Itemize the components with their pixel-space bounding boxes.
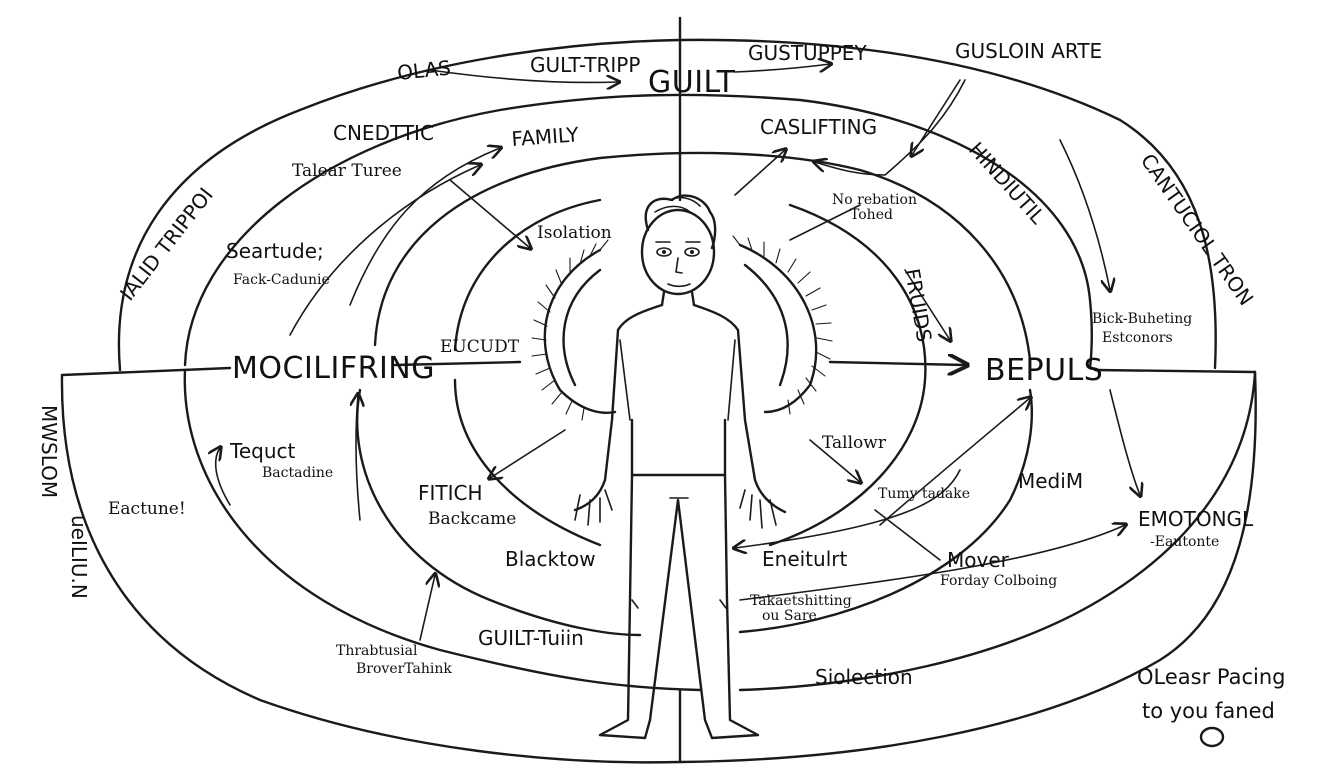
second-ring: [183, 93, 1257, 692]
label-forday-colboing: Forday Colboing: [940, 573, 1057, 589]
arrow-to-mocilifring: [393, 360, 522, 367]
flow-arrows: [216, 64, 1140, 641]
label-tumy-tadake: Tumy tadake: [878, 486, 970, 502]
label-eactune: Eactune!: [108, 499, 186, 519]
arrow-to-bepuls: [828, 362, 965, 365]
label-family: FAMILY: [511, 122, 580, 151]
label-guilt-tripp: GULT-TRIPP: [530, 53, 640, 77]
label-tohed: Tohed: [850, 207, 893, 223]
note-line-2: to you fаned: [1142, 699, 1275, 723]
label-eneitulrt: Eneitulrt: [762, 547, 847, 571]
label-no-rebation: No rebation: [832, 192, 917, 208]
label-bactadine: Bactadine: [262, 465, 333, 481]
label-fitich: FITICH: [418, 481, 483, 505]
label-fack-cadunie: Fack-Cadunie: [233, 272, 330, 288]
label-emotongl: EMOTONGL: [1138, 507, 1254, 531]
label-tequct: Tequct: [229, 439, 295, 463]
label-tallowr: Tallowr: [822, 433, 887, 453]
legs: [598, 473, 760, 740]
note-line-1: OLeasr Pacing: [1137, 665, 1286, 689]
label-guilt-tuin: GUILT-Tuiin: [478, 626, 584, 650]
label-fruids: FRUIDS: [900, 267, 936, 344]
label-mover: Mover: [947, 548, 1010, 572]
person-figure: [573, 194, 787, 740]
torso: [573, 303, 787, 514]
label-cnedttic: CNEDTTIC: [333, 121, 434, 145]
label-gusloin-arte: GUSLOIN ARTE: [955, 39, 1102, 63]
note-circle: [1199, 726, 1225, 748]
label-bick-buheting: Bick-Buheting: [1092, 311, 1192, 327]
label-eucudt: EUCUDT: [440, 337, 520, 357]
right-wing: [732, 235, 833, 415]
label-backcame: Backcame: [428, 509, 516, 529]
hair: [644, 194, 717, 250]
label-isolation: Isolation: [537, 223, 612, 243]
center-title: GUILT: [648, 65, 736, 100]
label-mwslom: MWSLOM: [37, 405, 61, 498]
label-medim: MediM: [1018, 469, 1083, 493]
label-hindiutil: HINDIUTIL: [964, 137, 1050, 229]
label-olas: OLAS: [396, 55, 452, 84]
label-thrabtusial: Thrabtusial: [336, 643, 418, 659]
third-ring: [356, 151, 1033, 637]
label-ou-sare: ou Sare: [762, 608, 817, 624]
left-wing: [531, 239, 617, 421]
label-mocilifring: MOCILIFRING: [232, 351, 435, 386]
head: [640, 208, 716, 296]
label-siolection: Siolection: [815, 665, 913, 689]
label-estconors: Estconors: [1102, 330, 1173, 346]
label-cantuciol-tron: CANTUCIOL TRON: [1136, 149, 1259, 310]
label-blacktow: Blacktow: [505, 547, 596, 571]
label-ueiliu-n: ueILIU.N: [67, 515, 91, 599]
label-seartude: Seartude;: [226, 239, 324, 263]
label-takaetshitting: Takaetshitting: [750, 593, 852, 609]
label-brover-tabhink: BroverTahink: [356, 661, 452, 677]
label-gustuppey: GUSTUPPEY: [748, 41, 867, 65]
label-bepuls: BEPULS: [985, 353, 1103, 388]
label-eautonte: -Eautonte: [1150, 534, 1219, 550]
label-talear-turee: Talear Turee: [292, 161, 402, 181]
neck: [660, 290, 696, 307]
label-caslifting: CASLIFTING: [760, 115, 877, 139]
